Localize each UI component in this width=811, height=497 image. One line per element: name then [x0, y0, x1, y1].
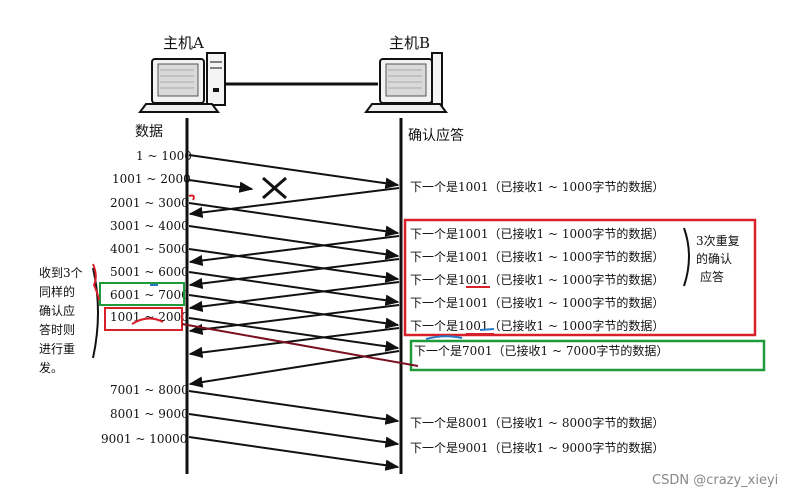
- lost-segment-arrow: [188, 179, 254, 193]
- dup-ack-note-line: 3次重复: [696, 234, 740, 248]
- retransmit-arrow: [188, 317, 400, 352]
- host-a-computer-icon: [138, 52, 226, 113]
- ack-label: 下一个是1001（已接收1 ~ 1000字节的数据）: [410, 249, 664, 264]
- retransmit-connector-line: [181, 323, 419, 367]
- ack-label: 下一个是9001（已接收1 ~ 9000字节的数据）: [410, 440, 664, 455]
- ack-label: 下一个是1001（已接收1 ~ 1000字节的数据）: [410, 295, 664, 310]
- retransmit-note-line: 发。: [39, 360, 63, 375]
- ack-arrow: [188, 327, 400, 359]
- host-b-computer-icon: [364, 52, 448, 113]
- retransmit-note-line: 确认应: [39, 303, 75, 318]
- blue-mark: [479, 328, 495, 331]
- ack-arrow: [188, 304, 400, 336]
- red-scribble: [188, 194, 195, 201]
- segment-arrow: [188, 436, 400, 471]
- cumulative-ack-highlight-box: [409, 339, 766, 372]
- blue-mark: [425, 335, 463, 340]
- red-scribble: [131, 317, 164, 325]
- segment-label: 7001 ~ 8000: [110, 383, 189, 397]
- dup-ack-note-line: 的确认: [696, 251, 732, 266]
- segment-arrow: [188, 271, 400, 306]
- segment-arrow: [188, 248, 400, 283]
- segment-label: 1001 ~ 2000: [110, 310, 189, 324]
- ack-arrow: [188, 235, 400, 267]
- host-a-label: 主机A: [163, 34, 204, 52]
- ack-label: 下一个是8001（已接收1 ~ 8000字节的数据）: [410, 415, 664, 430]
- dup-ack-bracket: [683, 227, 690, 287]
- retransmit-note-line: 进行重: [39, 342, 75, 356]
- ack-label: 下一个是1001（已接收1 ~ 1000字节的数据）: [410, 226, 664, 241]
- segment-6001-highlight-box: [99, 282, 185, 306]
- segment-arrow: [188, 390, 400, 425]
- cross-mark-icon: [262, 176, 287, 200]
- watermark: CSDN @crazy_xieyi: [652, 473, 778, 488]
- sender-column-header: 数据: [135, 124, 163, 140]
- receiver-column-header: 确认应答: [408, 127, 464, 144]
- ack-arrow: [188, 187, 400, 219]
- segment-label: 4001 ~ 5000: [110, 242, 189, 256]
- segment-label: 6001 ~ 7000: [110, 288, 189, 302]
- retransmit-highlight-box: [104, 307, 183, 331]
- segment-arrow: [188, 154, 400, 189]
- retransmit-note-line: 同样的: [39, 284, 75, 299]
- segment-label: 8001 ~ 9000: [110, 407, 189, 421]
- segment-label: 9001 ~ 10000: [101, 432, 187, 446]
- segment-label: 1001 ~ 2000: [112, 172, 191, 186]
- dup-ack-note-line: 应答: [700, 269, 724, 284]
- segment-label: 3001 ~ 4000: [110, 219, 189, 233]
- ack-arrow: [188, 350, 400, 388]
- ack-label: 下一个是7001（已接收1 ~ 7000字节的数据）: [414, 343, 668, 358]
- red-scribble: [92, 263, 100, 301]
- segment-arrow: [188, 294, 400, 329]
- segment-label: 5001 ~ 6000: [110, 265, 189, 279]
- ack-label: 下一个是1001（已接收1 ~ 1000字节的数据）: [410, 272, 664, 287]
- ack-label: 下一个是1001（已接收1 ~ 1000字节的数据）: [410, 179, 664, 194]
- retransmit-note-line: 答时则: [39, 322, 75, 337]
- ack-arrow: [188, 281, 400, 313]
- duplicate-ack-highlight-box: [403, 218, 757, 337]
- segment-arrow: [188, 202, 400, 237]
- retransmit-note-line: 收到3个: [39, 266, 83, 280]
- ack-arrow: [188, 258, 400, 290]
- segment-label: 1 ~ 1000: [136, 149, 192, 163]
- ack-label: 下一个是1001（已接收1 ~ 1000字节的数据）: [410, 318, 664, 333]
- segment-arrow: [188, 225, 400, 260]
- segment-label: 2001 ~ 3000: [110, 196, 189, 210]
- host-b-label: 主机B: [389, 34, 430, 52]
- segment-arrow: [188, 413, 400, 448]
